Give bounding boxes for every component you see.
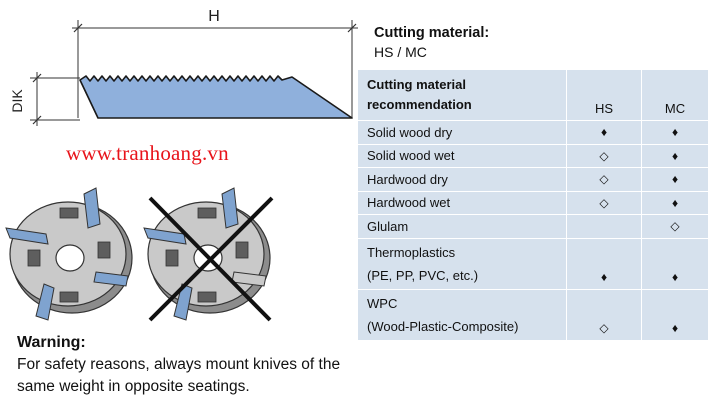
row-hs-symbol: ♦: [566, 120, 642, 145]
row-mc-symbol: ♦: [641, 143, 709, 168]
table-row: Thermoplastics (PE, PP, PVC, etc.) ♦ ♦: [357, 237, 709, 290]
row-mc-symbol: ♦: [641, 237, 709, 290]
row-hs-symbol: ♦: [566, 237, 642, 290]
row-hs-symbol: ◇: [566, 190, 642, 215]
dim-h-label: H: [208, 8, 220, 25]
row-label: Solid wood dry: [357, 120, 567, 145]
knife-dimension-drawing: H DIK: [9, 8, 358, 126]
header-hs: HS: [566, 69, 642, 121]
table-row: Hardwood dry ◇ ♦: [357, 167, 709, 192]
table-row: Solid wood dry ♦ ♦: [357, 120, 709, 145]
table-row: Solid wood wet ◇ ♦: [357, 143, 709, 168]
warning-text: For safety reasons, always mount knives …: [17, 356, 341, 395]
row-hs-symbol: ◇: [566, 143, 642, 168]
row-label-line1: Thermoplastics: [367, 244, 456, 260]
dim-dik-label: DIK: [9, 89, 25, 113]
row-label: Hardwood wet: [357, 190, 567, 215]
row-label-line2: (PE, PP, PVC, etc.): [367, 267, 479, 283]
cutter-heads-illustration: [5, 187, 274, 322]
row-mc-symbol: ♦: [641, 167, 709, 192]
row-mc-symbol: ♦: [641, 288, 709, 341]
row-mc-symbol: ◇: [641, 214, 709, 239]
row-label: Solid wood wet: [357, 143, 567, 168]
cutting-material-recommendation-table: Cutting material recommendation HS MC So…: [357, 69, 709, 341]
cutting-material-title: Cutting material:: [374, 25, 490, 41]
row-mc-symbol: ♦: [641, 120, 709, 145]
watermark-text: www.tranhoang.vn: [66, 141, 229, 165]
header-label-line1: Cutting material: [367, 77, 466, 92]
incorrect-mounting-cutter-head: [143, 187, 274, 322]
knife-profile-shape: [79, 75, 353, 119]
row-label-line1: WPC: [367, 295, 398, 311]
row-hs-symbol: ◇: [566, 288, 642, 341]
table-row: Hardwood wet ◇ ♦: [357, 190, 709, 215]
row-label: Glulam: [357, 214, 567, 239]
row-hs-symbol: [566, 214, 642, 239]
table-row: WPC (Wood-Plastic-Composite) ◇ ♦: [357, 288, 709, 341]
row-label: Hardwood dry: [357, 167, 567, 192]
row-label: Thermoplastics (PE, PP, PVC, etc.): [357, 237, 567, 290]
row-hs-symbol: ◇: [566, 167, 642, 192]
row-mc-symbol: ♦: [641, 190, 709, 215]
correct-mounting-cutter-head: [5, 187, 133, 321]
row-label: WPC (Wood-Plastic-Composite): [357, 288, 567, 341]
header-mc: MC: [641, 69, 709, 121]
header-label-line2: recommendation: [367, 97, 472, 112]
header-label-cell: Cutting material recommendation: [357, 69, 567, 121]
warning-title: Warning:: [17, 334, 86, 351]
table-header-row: Cutting material recommendation HS MC: [357, 69, 709, 121]
table-row: Glulam ◇: [357, 214, 709, 239]
cutting-material-value: HS / MC: [374, 44, 427, 60]
row-label-line2: (Wood-Plastic-Composite): [367, 318, 519, 334]
